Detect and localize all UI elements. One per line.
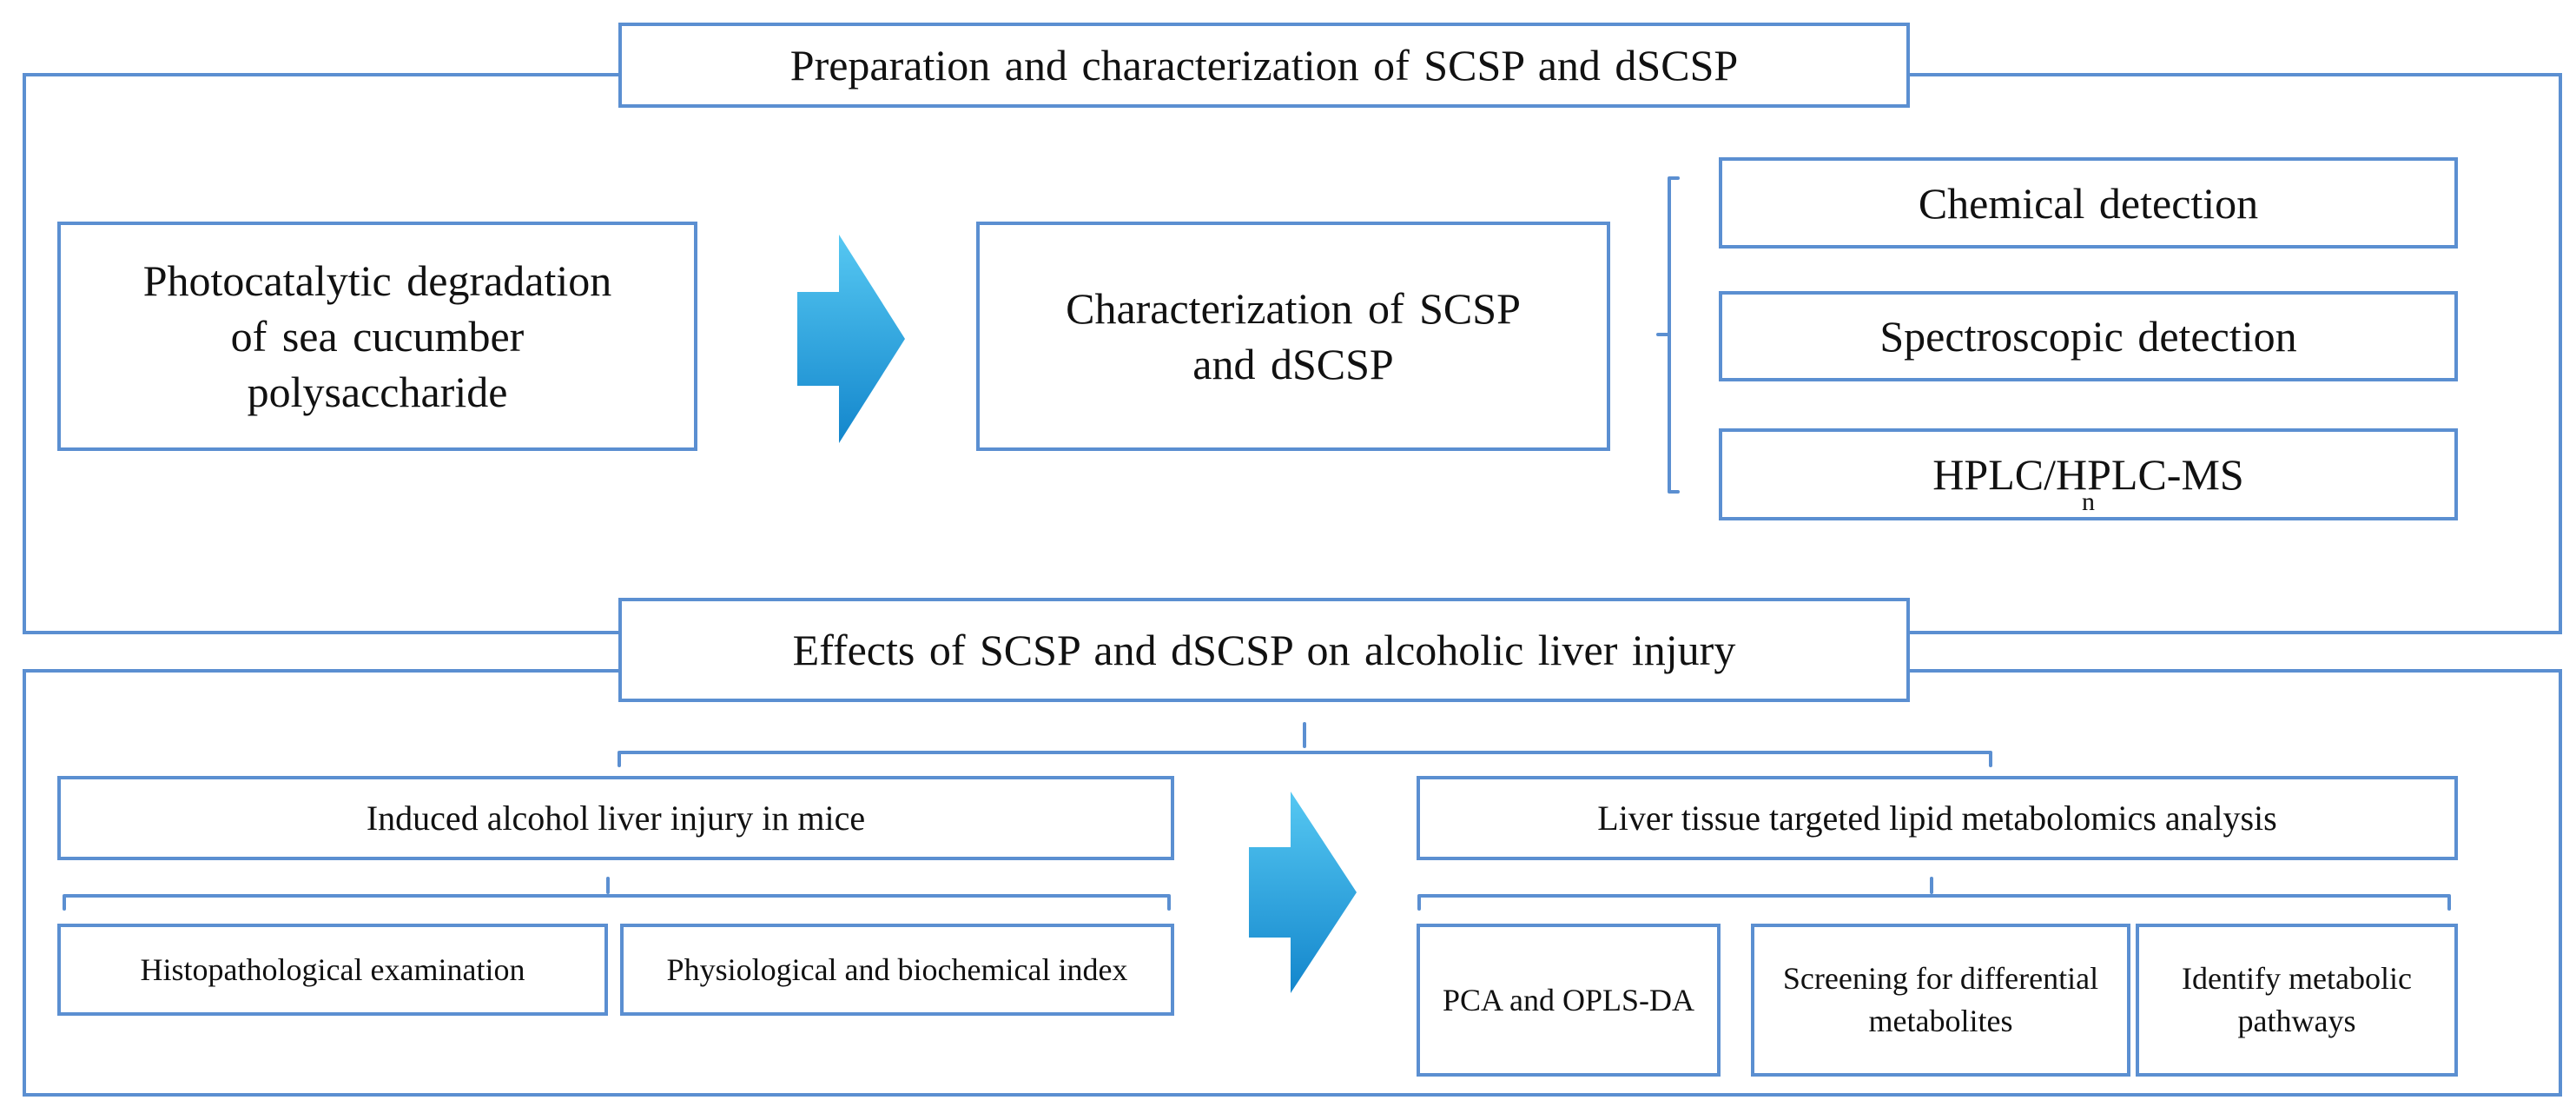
bottom-section-title: Effects of SCSP and dSCSP on alcoholic l… [618, 598, 1910, 702]
spectroscopic-detection-box: Spectroscopic detection [1719, 291, 2458, 381]
pca-opls-da-box: PCA and OPLS-DA [1417, 924, 1721, 1077]
hplc-label: HPLC/HPLC-MS [1932, 450, 2244, 499]
characterization-step-box: Characterization of SCSP and dSCSP [976, 222, 1610, 451]
degradation-step-box: Photocatalytic degradation of sea cucumb… [57, 222, 697, 451]
right-arrow-icon [1249, 792, 1357, 993]
top-section-title: Preparation and characterization of SCSP… [618, 23, 1910, 108]
chemical-detection-box: Chemical detection [1719, 157, 2458, 249]
differential-metabolites-box: Screening for differential metabolites [1751, 924, 2130, 1077]
histopathology-box: Histopathological examination [57, 924, 608, 1016]
right-arrow-icon [797, 235, 905, 443]
biochemical-index-box: Physiological and biochemical index [620, 924, 1174, 1016]
metabolic-pathways-box: Identify metabolic pathways [2136, 924, 2458, 1077]
mice-injury-header-box: Induced alcohol liver injury in mice [57, 776, 1174, 860]
lipid-metabolomics-header-box: Liver tissue targeted lipid metabolomics… [1417, 776, 2458, 860]
